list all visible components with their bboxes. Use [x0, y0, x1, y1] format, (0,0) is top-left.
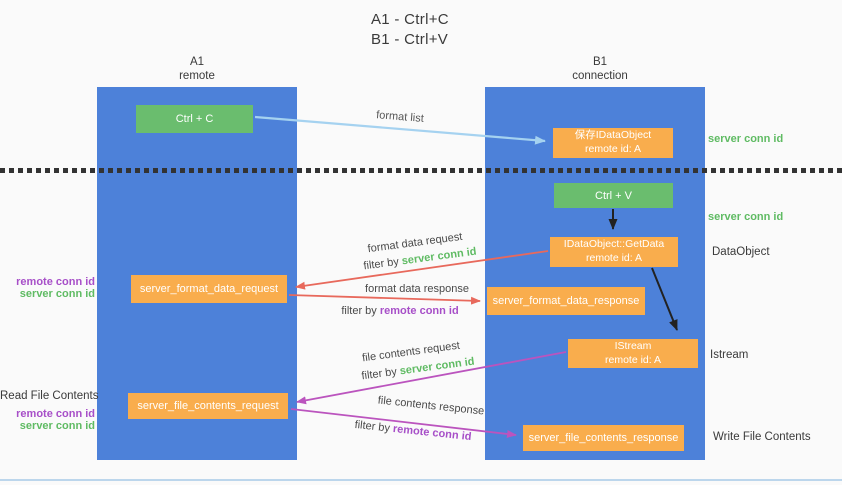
column-a1-subtitle: remote [179, 70, 215, 82]
node-server-file-contents-request-label: server_file_contents_request [137, 400, 279, 412]
server-conn-id-text: server conn id [19, 288, 95, 300]
node-server-format-data-request-label: server_format_data_request [139, 283, 279, 295]
label-format-data-response: format data response [365, 283, 469, 295]
node-istream-line2: remote id: A [604, 353, 662, 366]
node-server-format-data-request: server_format_data_request [131, 275, 287, 303]
file-contents-request-arrow [296, 351, 567, 405]
column-b1-subtitle: connection [572, 70, 628, 82]
node-server-format-data-response: server_format_data_response [487, 287, 645, 315]
column-header-b1: B1 connection [540, 55, 660, 83]
filter-by-text: filter by [341, 305, 380, 317]
server-conn-id-text: server conn id [708, 133, 784, 145]
node-save-idataobject-line1: 保存IDataObject [574, 129, 652, 142]
node-getdata-line2: remote id: A [585, 252, 643, 264]
remote-conn-id-text: remote conn id [16, 408, 95, 420]
right-label-server-conn-id-mid: server conn id [708, 212, 783, 223]
node-save-idataobject: 保存IDataObject remote id: A [553, 128, 673, 158]
node-getdata-line1: IDataObject::GetData [563, 238, 665, 251]
left-label-server-conn-id-1: server conn id [0, 289, 95, 300]
node-server-file-contents-response: server_file_contents_response [523, 425, 684, 451]
node-istream-line1: IStream [614, 339, 652, 352]
left-label-remote-conn-id-1: remote conn id [0, 277, 95, 288]
node-ctrl-c-label: Ctrl + C [175, 113, 214, 125]
column-b1-name: B1 [592, 56, 608, 68]
right-label-dataobject: DataObject [712, 246, 770, 258]
title-line-ctrl-c: A1 - Ctrl+C [371, 11, 449, 28]
format-data-request-arrow [295, 250, 549, 290]
right-label-server-conn-id-top: server conn id [708, 134, 783, 145]
node-idataobject-getdata: IDataObject::GetData remote id: A [550, 237, 678, 267]
right-label-write-file-contents: Write File Contents [713, 431, 811, 443]
diagram-title: A1 - Ctrl+C B1 - Ctrl+V [371, 10, 449, 50]
node-ctrl-c: Ctrl + C [136, 105, 253, 133]
server-conn-id-text: server conn id [708, 211, 784, 223]
session-divider-dotted-line [0, 168, 842, 173]
node-ctrl-v-label: Ctrl + V [595, 189, 632, 202]
node-server-file-contents-request: server_file_contents_request [128, 393, 288, 419]
column-a1-name: A1 [189, 56, 205, 68]
node-ctrl-v: Ctrl + V [554, 183, 673, 208]
node-server-format-data-response-label: server_format_data_response [492, 295, 640, 307]
file-contents-response-arrow [290, 408, 517, 438]
left-label-server-conn-id-2: server conn id [0, 421, 95, 432]
format-list-arrow [254, 115, 546, 145]
node-save-idataobject-line2: remote id: A [584, 143, 642, 155]
title-line-ctrl-v: B1 - Ctrl+V [371, 31, 449, 48]
left-label-remote-conn-id-2: remote conn id [0, 409, 95, 420]
remote-conn-id-text: remote conn id [379, 305, 459, 317]
column-header-a1: A1 remote [137, 55, 257, 83]
left-label-read-file-contents: Read File Contents [0, 390, 99, 402]
label-filter-by-remote-conn-id-1: filter by remote conn id [341, 305, 458, 317]
node-server-file-contents-response-label: server_file_contents_response [528, 432, 679, 444]
right-label-istream: Istream [710, 349, 749, 361]
server-conn-id-text: server conn id [19, 420, 95, 432]
node-istream: IStream remote id: A [568, 339, 698, 368]
format-data-response-arrow [288, 294, 481, 305]
remote-conn-id-text: remote conn id [16, 276, 95, 288]
bottom-edge-line [0, 479, 842, 481]
getdata-to-istream-arrow [651, 267, 678, 331]
